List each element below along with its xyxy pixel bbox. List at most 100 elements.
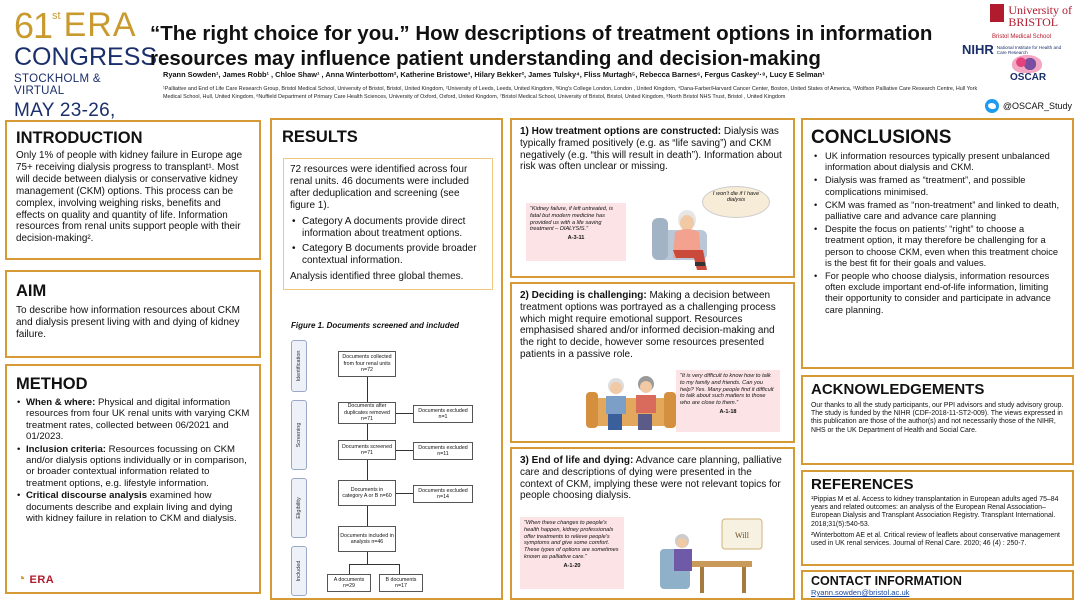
uob-name-line1: University of [1008, 3, 1072, 17]
flow-box-excluded-3: Documents excluded n=14 [413, 485, 473, 503]
aim-panel: AIM To describe how information resource… [5, 270, 261, 358]
theme-2-title: 2) Deciding is challenging: [520, 290, 647, 301]
twitter-handle-text: @OSCAR_Study [1002, 101, 1072, 111]
theme-3-text: 3) End of life and dying: Advance care p… [520, 455, 785, 502]
theme-1-text: 1) How treatment options are constructed… [520, 126, 785, 173]
results-category-item: Category B documents provide broader con… [290, 243, 486, 267]
method-item-label: When & where: [26, 397, 96, 408]
flow-connector [399, 564, 400, 574]
acknowledgements-heading: ACKNOWLEDGEMENTS [811, 381, 985, 398]
flow-connector [367, 377, 368, 402]
results-intro: 72 resources were identified across four… [290, 164, 469, 211]
logo-event: CONGRESS [14, 43, 158, 71]
contact-email-link[interactable]: Ryann.sowden@bristol.ac.uk [811, 588, 910, 597]
theme-3-body: Advance care planning, palliative care a… [520, 455, 782, 502]
flow-connector [349, 564, 350, 574]
stage-label: Included [296, 560, 302, 582]
method-list: When & where: Physical and digital infor… [16, 397, 250, 524]
introduction-heading: INTRODUCTION [16, 129, 143, 147]
flow-connector [367, 460, 368, 480]
oscar-logo: OSCAR [1010, 55, 1047, 83]
theme-2-text: 2) Deciding is challenging: Making a dec… [520, 290, 785, 361]
theme-2-panel: 2) Deciding is challenging: Making a dec… [510, 282, 795, 443]
era-small-logo: ◔ ERA [17, 570, 54, 586]
speech-bubble: I won't die if I have dialysis [702, 186, 770, 218]
quote-ref: A-1-20 [563, 562, 581, 569]
method-item-text: Resources focussing on CKM and/or dialys… [26, 443, 247, 489]
acknowledgements-text: Our thanks to all the study participants… [811, 402, 1064, 434]
flow-connector [367, 424, 368, 440]
author-list: Ryann Sowden¹, James Robb¹ , Chloe Shaw¹… [163, 70, 825, 79]
quote-text: “When these changes to people's health h… [524, 520, 619, 560]
flow-connector [396, 493, 413, 494]
flow-box-collected: Documents collected from four renal unit… [338, 351, 396, 377]
results-summary-box: 72 resources were identified across four… [283, 158, 493, 290]
era-congress-logo: 61 st ERA CONGRESS STOCKHOLM & VIRTUAL M… [14, 5, 158, 144]
method-item-text: examined how documents describe and expl… [26, 490, 237, 525]
logo-number: 61 [14, 5, 53, 46]
introduction-text: Only 1% of people with kidney failure in… [16, 150, 243, 245]
theme-1-quote: “Kidney failure, if left untreated, is f… [526, 203, 626, 261]
method-item: Critical discourse analysis examined how… [16, 490, 250, 524]
results-heading: RESULTS [282, 128, 358, 146]
flow-box-category-b: B documents n=17 [379, 574, 423, 592]
conclusions-list: UK information resources typically prese… [811, 151, 1064, 316]
conclusion-item: Despite the focus on patients’ “right” t… [811, 224, 1064, 269]
uob-name-line2: BRISTOL [1008, 15, 1059, 29]
results-category-list: Category A documents provide direct info… [290, 216, 486, 267]
theme-3-panel: 3) End of life and dying: Advance care p… [510, 447, 795, 600]
nihr-logo: NIHR National Institute for Health and C… [962, 42, 1072, 57]
references-heading: REFERENCES [811, 476, 914, 493]
flow-box-excluded-1: Documents excluded n=1 [413, 405, 473, 423]
stage-label: Screening [296, 422, 302, 448]
oscar-wordmark: OSCAR [1010, 72, 1047, 83]
quote-ref: A-1-18 [719, 408, 737, 415]
stage-label: Identification [296, 350, 302, 382]
logo-ordinal: st [52, 10, 61, 22]
method-heading: METHOD [16, 375, 88, 393]
quote-text: “It is very difficult to know how to tal… [680, 373, 774, 407]
method-item: When & where: Physical and digital infor… [16, 397, 250, 443]
results-category-item: Category A documents provide direct info… [290, 216, 486, 240]
figure-title: Figure 1. Documents screened and include… [291, 321, 460, 330]
woman-in-armchair-illustration [652, 210, 707, 270]
stage-label: Eligibility [296, 497, 302, 519]
results-panel: RESULTS 72 resources were identified acr… [270, 118, 503, 600]
bristol-crest-icon [990, 4, 1005, 22]
flow-box-screened: Documents screened n=71 [338, 440, 396, 460]
theme-1-title: 1) How treatment options are constructed… [520, 126, 722, 137]
acknowledgements-panel: ACKNOWLEDGEMENTS Our thanks to all the s… [801, 375, 1074, 465]
twitter-handle[interactable]: @OSCAR_Study [984, 99, 1072, 113]
reference-item: ²Winterbottom AE et al. Critical review … [811, 531, 1060, 548]
poster-title: “The right choice for you.” How descript… [150, 22, 933, 70]
flow-box-included: Documents included in analysis n=46 [338, 526, 396, 552]
theme-3-title: 3) End of life and dying: [520, 455, 634, 466]
signing-will-illustration: Will [660, 518, 763, 593]
oscar-mark-icon [1012, 55, 1042, 73]
twitter-bird-icon [984, 99, 999, 113]
flow-connector [349, 564, 399, 565]
method-panel: METHOD When & where: Physical and digita… [5, 364, 261, 594]
theme-1-body: Dialysis was typically framed positively… [520, 126, 782, 173]
quote-ref: A-3-11 [567, 235, 585, 242]
theme-1-panel: 1) How treatment options are constructed… [510, 118, 795, 278]
nihr-subtitle: National Institute for Health and Care R… [996, 44, 1062, 55]
logo-brand: ERA [63, 6, 137, 44]
conclusion-item: CKM was framed as “non-treatment” and li… [811, 200, 1064, 222]
prisma-flow-diagram: Identification Screening Eligibility Inc… [287, 336, 497, 598]
stage-screening: Screening [291, 400, 307, 470]
stage-identification: Identification [291, 340, 307, 392]
flow-connector [396, 413, 413, 414]
theme-2-quote: “It is very difficult to know how to tal… [676, 370, 780, 432]
conclusion-item: Dialysis was framed as “treatment”, and … [811, 175, 1064, 197]
theme-2-body: Making a decision between treatment opti… [520, 290, 776, 360]
reference-item: ¹Pippias M et al. Access to kidney trans… [811, 496, 1059, 528]
conclusions-heading: CONCLUSIONS [811, 127, 952, 148]
nihr-wordmark: NIHR [962, 42, 994, 57]
flow-box-excluded-2: Documents excluded n=11 [413, 442, 473, 460]
results-outro: Analysis identified three global themes. [290, 271, 464, 282]
flow-box-after-duplicates: Documents after duplicates removed n=71 [338, 402, 396, 424]
flow-connector [367, 552, 368, 564]
logo-city: STOCKHOLM & VIRTUAL [14, 73, 101, 97]
introduction-panel: INTRODUCTION Only 1% of people with kidn… [5, 120, 261, 260]
